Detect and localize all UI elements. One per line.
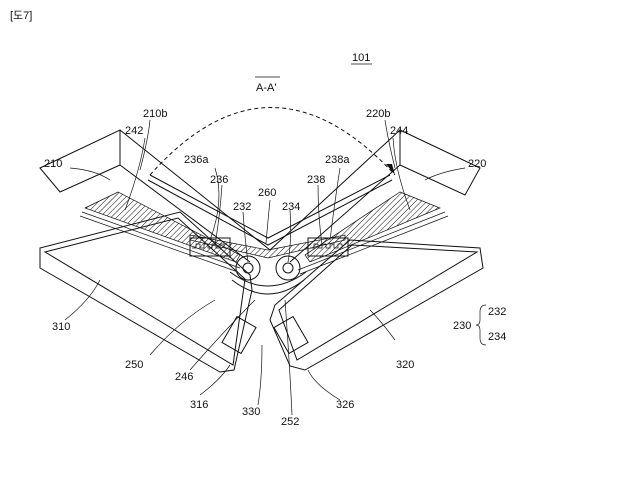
label-220b: 220b bbox=[366, 108, 390, 120]
label-238a: 238a bbox=[325, 154, 350, 166]
page-label: [도7] bbox=[10, 10, 32, 22]
label-230: 230 bbox=[453, 320, 471, 332]
figure-number: 101 bbox=[352, 52, 370, 64]
label-242: 242 bbox=[125, 125, 143, 137]
section-label: A-A' bbox=[256, 82, 276, 94]
label-250: 250 bbox=[125, 359, 143, 371]
label-230-232: 232 bbox=[488, 306, 506, 318]
label-210b: 210b bbox=[143, 108, 167, 120]
label-220: 220 bbox=[468, 158, 486, 170]
label-238: 238 bbox=[307, 174, 325, 186]
shaft-234 bbox=[275, 255, 301, 281]
fold-arc-arrowhead bbox=[386, 164, 395, 175]
left-body-310 bbox=[39, 211, 257, 373]
label-232: 232 bbox=[233, 201, 251, 213]
group-230-legend: 230 232 234 bbox=[453, 304, 506, 346]
label-310: 310 bbox=[52, 321, 70, 333]
label-260: 260 bbox=[258, 187, 276, 199]
label-330: 330 bbox=[242, 406, 260, 418]
leader-lines bbox=[64, 119, 466, 416]
label-326: 326 bbox=[336, 399, 354, 411]
label-234: 234 bbox=[282, 201, 300, 213]
fold-arc-dashed bbox=[149, 107, 396, 176]
label-230-234: 234 bbox=[488, 331, 506, 343]
label-236a: 236a bbox=[184, 154, 209, 166]
label-236: 236 bbox=[210, 174, 228, 186]
label-316: 316 bbox=[190, 399, 208, 411]
label-252: 252 bbox=[281, 416, 299, 428]
label-320: 320 bbox=[396, 359, 414, 371]
shaft-232 bbox=[235, 255, 261, 281]
label-210: 210 bbox=[44, 158, 62, 170]
label-244: 244 bbox=[390, 125, 408, 137]
right-housing-220 bbox=[269, 129, 481, 275]
label-246: 246 bbox=[175, 371, 193, 383]
hinge-assembly-230 bbox=[147, 174, 393, 295]
right-body-320 bbox=[269, 239, 484, 371]
